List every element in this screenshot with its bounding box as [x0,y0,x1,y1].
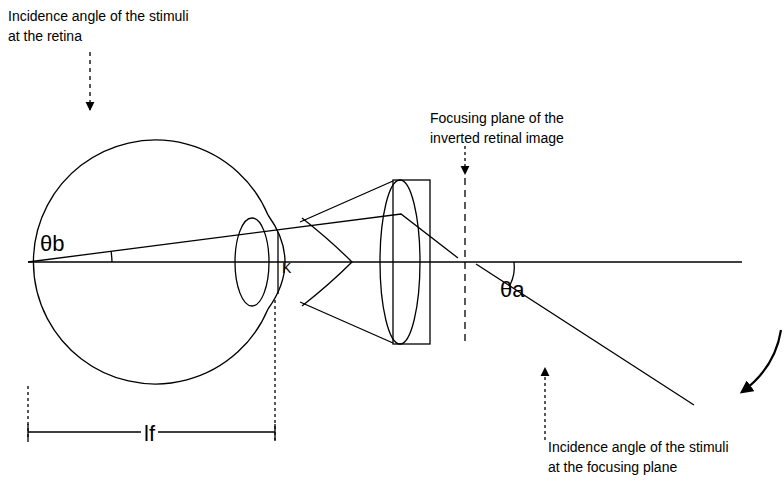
callout-text: Incidence angle of the stimuli at the re… [8,6,196,46]
angle-symbol: θa [500,278,524,302]
callout-text: Incidence angle of the stimuli at the fo… [548,437,736,477]
focusing-plane [464,178,465,345]
contact-lens-line [277,232,278,294]
concave-surface [302,218,352,306]
rotation-arrow [742,330,781,392]
lens-housing [393,180,430,344]
dimension-tick [274,424,275,440]
callout-text: Focusing plane of the inverted retinal i… [430,108,580,148]
pointer-arrow [544,368,545,440]
pointer-arrow [464,146,465,174]
dimension-guide [274,300,275,442]
part-letter: K [282,258,291,278]
angle-symbol: θb [40,232,64,256]
dimension-guide [27,386,28,442]
objective-lens [380,180,420,344]
dimension-tick [27,424,28,440]
light-ray [476,264,694,405]
angle-arc [111,251,112,262]
light-ray [28,214,458,262]
optical-axis [28,261,742,262]
pointer-arrow [89,52,90,110]
attachment-housing [300,181,393,222]
dimension-label: lf [141,422,158,446]
attachment-housing [300,302,393,343]
